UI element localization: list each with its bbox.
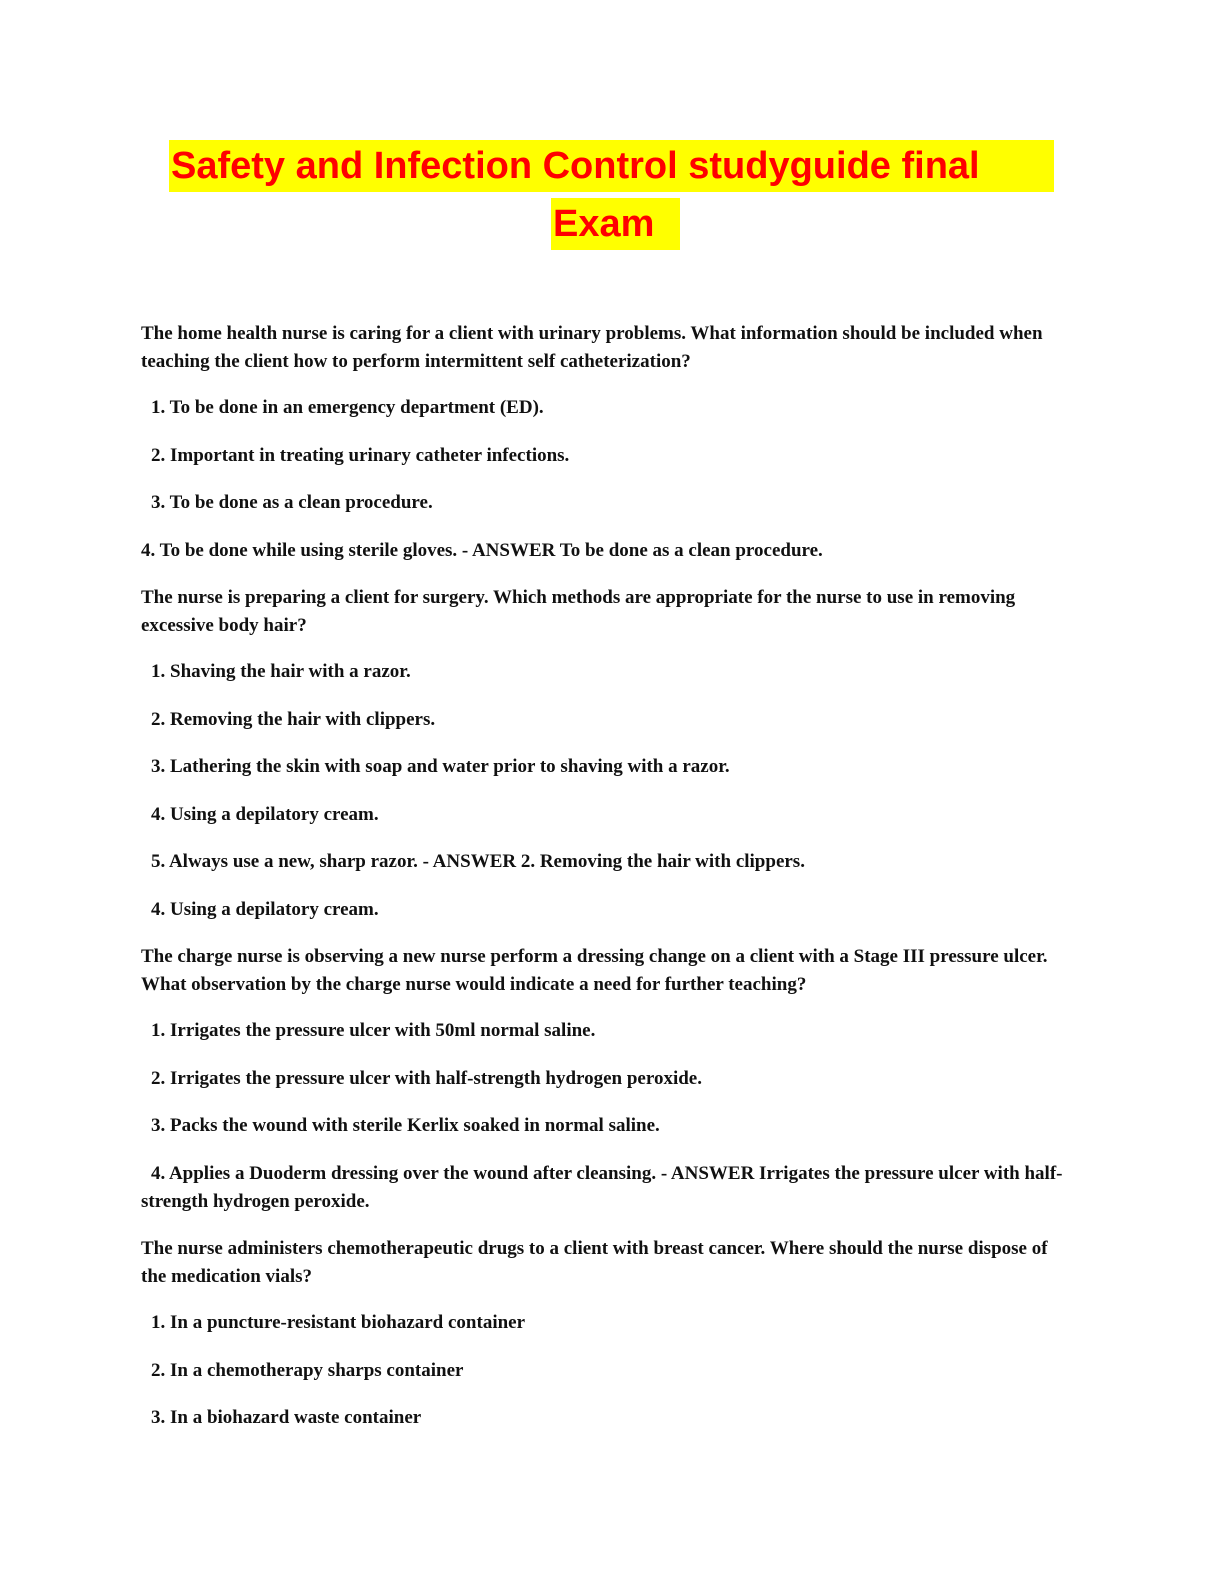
question-block-3: The charge nurse is observing a new nurs… xyxy=(141,943,1071,1216)
answer-option: 2. Irrigates the pressure ulcer with hal… xyxy=(151,1067,702,1089)
question-text: The nurse is preparing a client for surg… xyxy=(141,587,1016,636)
question-text: The home health nurse is caring for a cl… xyxy=(141,323,1043,372)
question-block-4: The nurse administers chemotherapeutic d… xyxy=(141,1235,1071,1432)
title-line-2: Exam xyxy=(551,198,680,250)
answer-option-with-answer: 4. Applies a Duoderm dressing over the w… xyxy=(141,1162,1063,1212)
answer-option: 1. In a puncture-resistant biohazard con… xyxy=(151,1312,526,1333)
question-block-2: The nurse is preparing a client for surg… xyxy=(141,584,1071,924)
answer-option: 2. In a chemotherapy sharps container xyxy=(151,1359,464,1381)
answer-option: 3. Packs the wound with sterile Kerlix s… xyxy=(151,1115,660,1136)
answer-option: 3. Lathering the skin with soap and wate… xyxy=(151,756,730,777)
document-body: The home health nurse is caring for a cl… xyxy=(141,320,1071,1452)
question-text: The charge nurse is observing a new nurs… xyxy=(141,946,1048,995)
question-block-1: The home health nurse is caring for a cl… xyxy=(141,320,1071,565)
answer-option: 4. Using a depilatory cream. xyxy=(151,803,379,825)
answer-option: 1. Irrigates the pressure ulcer with 50m… xyxy=(151,1020,596,1041)
answer-option: 3. To be done as a clean procedure. xyxy=(151,492,433,513)
answer-option: 3. In a biohazard waste container xyxy=(151,1407,422,1428)
title-line-1: Safety and Infection Control studyguide … xyxy=(169,140,1054,192)
answer-option: 1. Shaving the hair with a razor. xyxy=(151,661,411,682)
answer-option: 2. Removing the hair with clippers. xyxy=(151,708,436,730)
answer-option: 4. Using a depilatory cream. xyxy=(151,898,379,920)
answer-option-with-answer: 5. Always use a new, sharp razor. - ANSW… xyxy=(151,851,805,872)
question-text: The nurse administers chemotherapeutic d… xyxy=(141,1238,1048,1287)
answer-option: 2. Important in treating urinary cathete… xyxy=(151,444,570,466)
answer-option: 1. To be done in an emergency department… xyxy=(151,397,544,418)
answer-option-with-answer: 4. To be done while using sterile gloves… xyxy=(141,539,823,561)
